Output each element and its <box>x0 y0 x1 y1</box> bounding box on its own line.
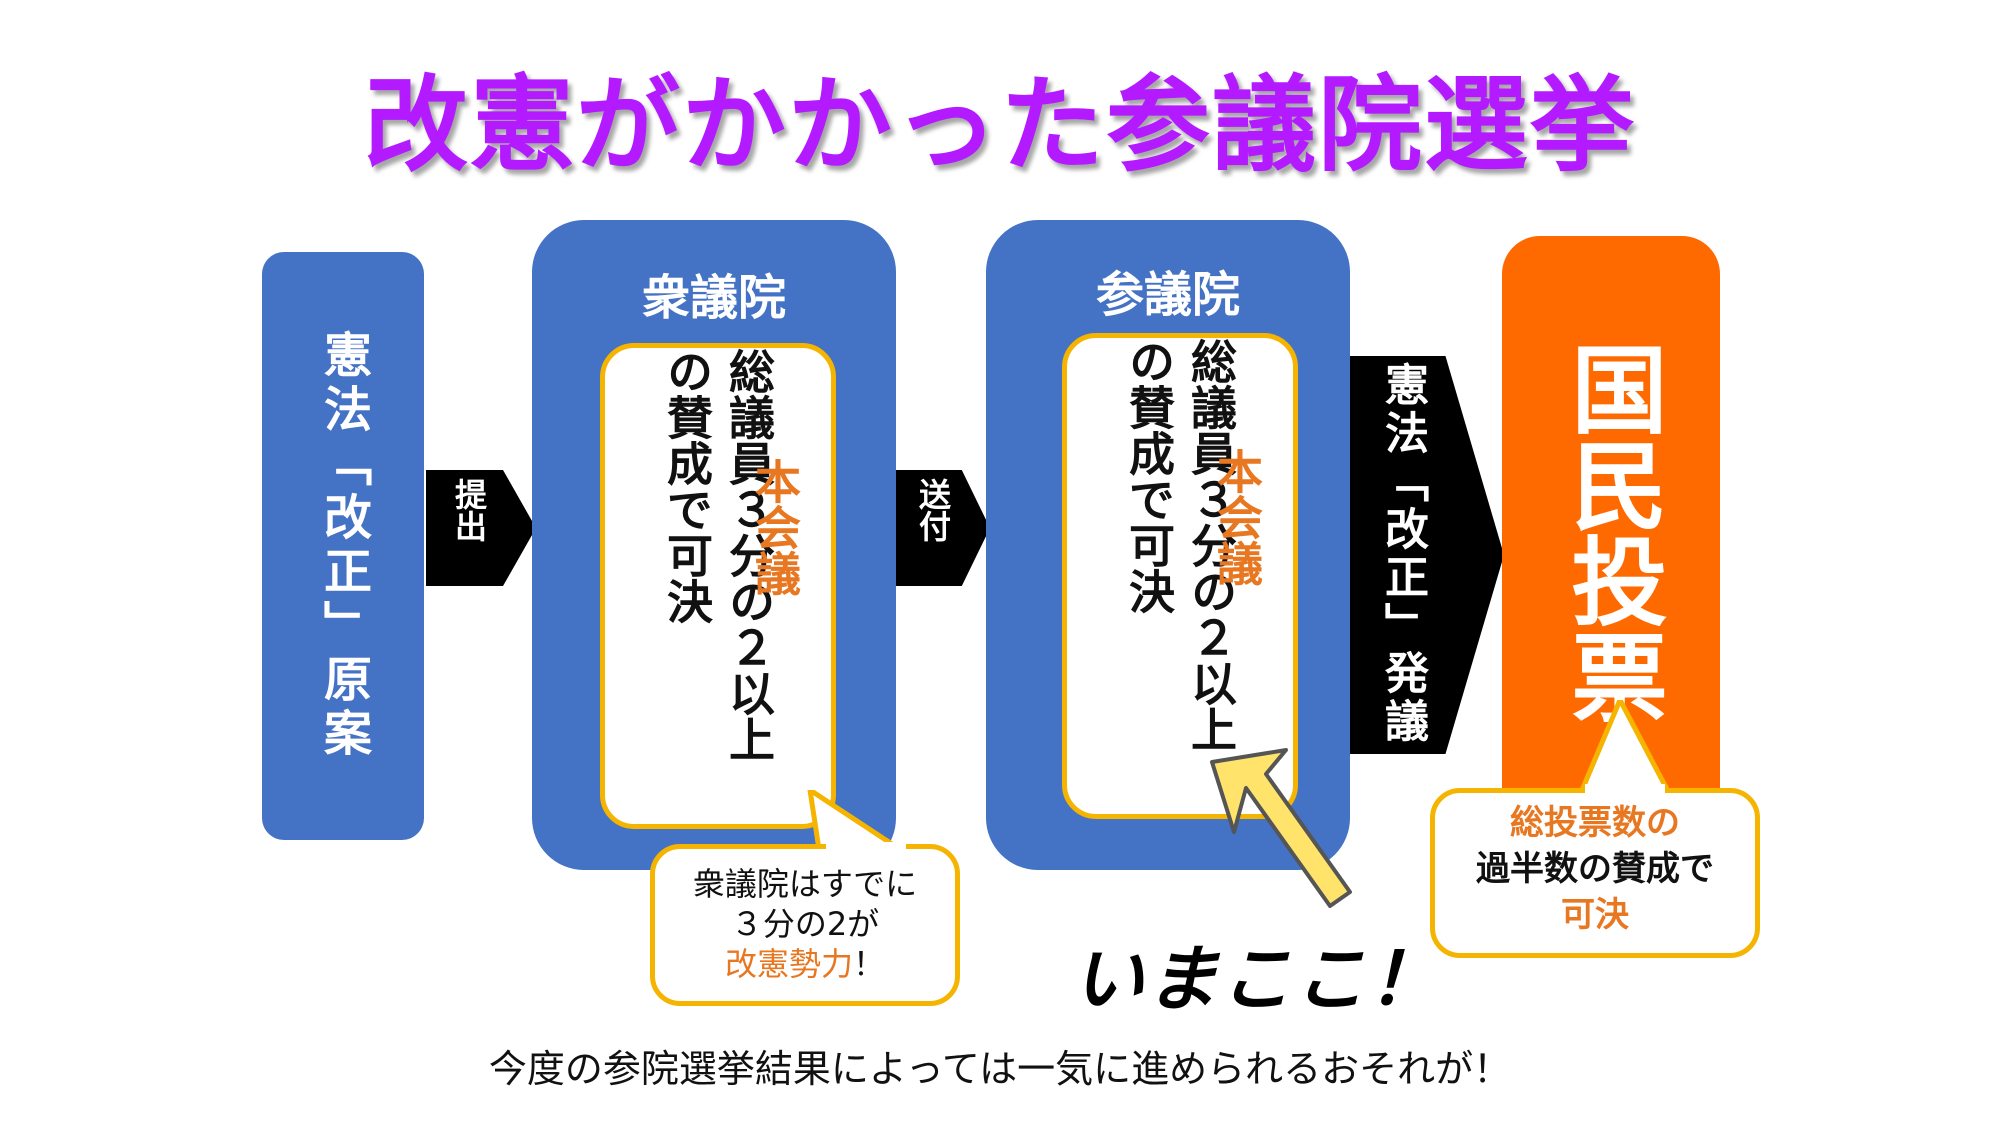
lower-house-condition-box: 総議員３分の２以上 の賛成で可決 本会議 <box>600 343 836 829</box>
lower-callout-tail-mask <box>826 842 906 856</box>
upper-house-title: 参議院 <box>1095 267 1240 323</box>
send-arrow-label: 送付 <box>914 478 952 542</box>
here-pointer-arrow <box>1210 748 1352 908</box>
referendum-callout <box>1430 788 1760 958</box>
lower-callout-line1: 衆議院はすでに <box>692 865 918 903</box>
referendum-label: 国民投票 <box>1555 340 1667 724</box>
draft-label: 憲法「改正」原案 <box>315 330 371 762</box>
referendum-callout-line3: 可決 <box>1561 895 1629 935</box>
upper-condition-col1: 総議員３分の２以上 <box>1184 338 1238 752</box>
lower-house-title: 衆議院 <box>641 270 786 326</box>
lower-callout-line3: 改憲勢力！ <box>650 944 960 984</box>
lower-callout-line2: ３分の2が <box>730 905 880 943</box>
lower-callout-text: 衆議院はすでに ３分の2が 改憲勢力！ <box>650 864 960 984</box>
lower-session-label: 本会議 <box>748 458 802 596</box>
draft-box-label-wrap: 憲法「改正」原案 <box>262 252 424 840</box>
referendum-callout-tail-mask <box>1585 784 1665 800</box>
lower-callout-suffix: ！ <box>853 945 886 983</box>
lower-callout <box>650 844 960 1006</box>
footer-note: 今度の参院選挙結果によっては一気に進められるおそれが！ <box>488 1047 1512 1091</box>
here-label: いまここ！ <box>1072 937 1443 1021</box>
referendum-callout-line2: 過半数の賛成で <box>1476 849 1714 889</box>
upper-condition-col2: の賛成で可決 <box>1122 338 1176 614</box>
submit-arrow-label: 提出 <box>450 478 488 542</box>
upper-session-label: 本会議 <box>1210 448 1264 586</box>
lower-condition-col1: 総議員３分の２以上 <box>722 348 776 762</box>
upper-house-condition-box: 総議員３分の２以上 の賛成で可決 本会議 <box>1062 333 1298 819</box>
initiate-arrow-label: 憲法「改正」発議 <box>1377 362 1428 746</box>
lower-callout-highlight: 改憲勢力 <box>724 945 853 983</box>
page-title: 改憲がかかった参議院選挙 <box>363 64 1636 186</box>
draft-box <box>262 252 424 840</box>
referendum-callout-line1: 総投票数の <box>1510 803 1680 843</box>
lower-condition-col2: の賛成で可決 <box>660 348 714 624</box>
referendum-callout-text: 総投票数の 過半数の賛成で 可決 <box>1430 800 1760 938</box>
